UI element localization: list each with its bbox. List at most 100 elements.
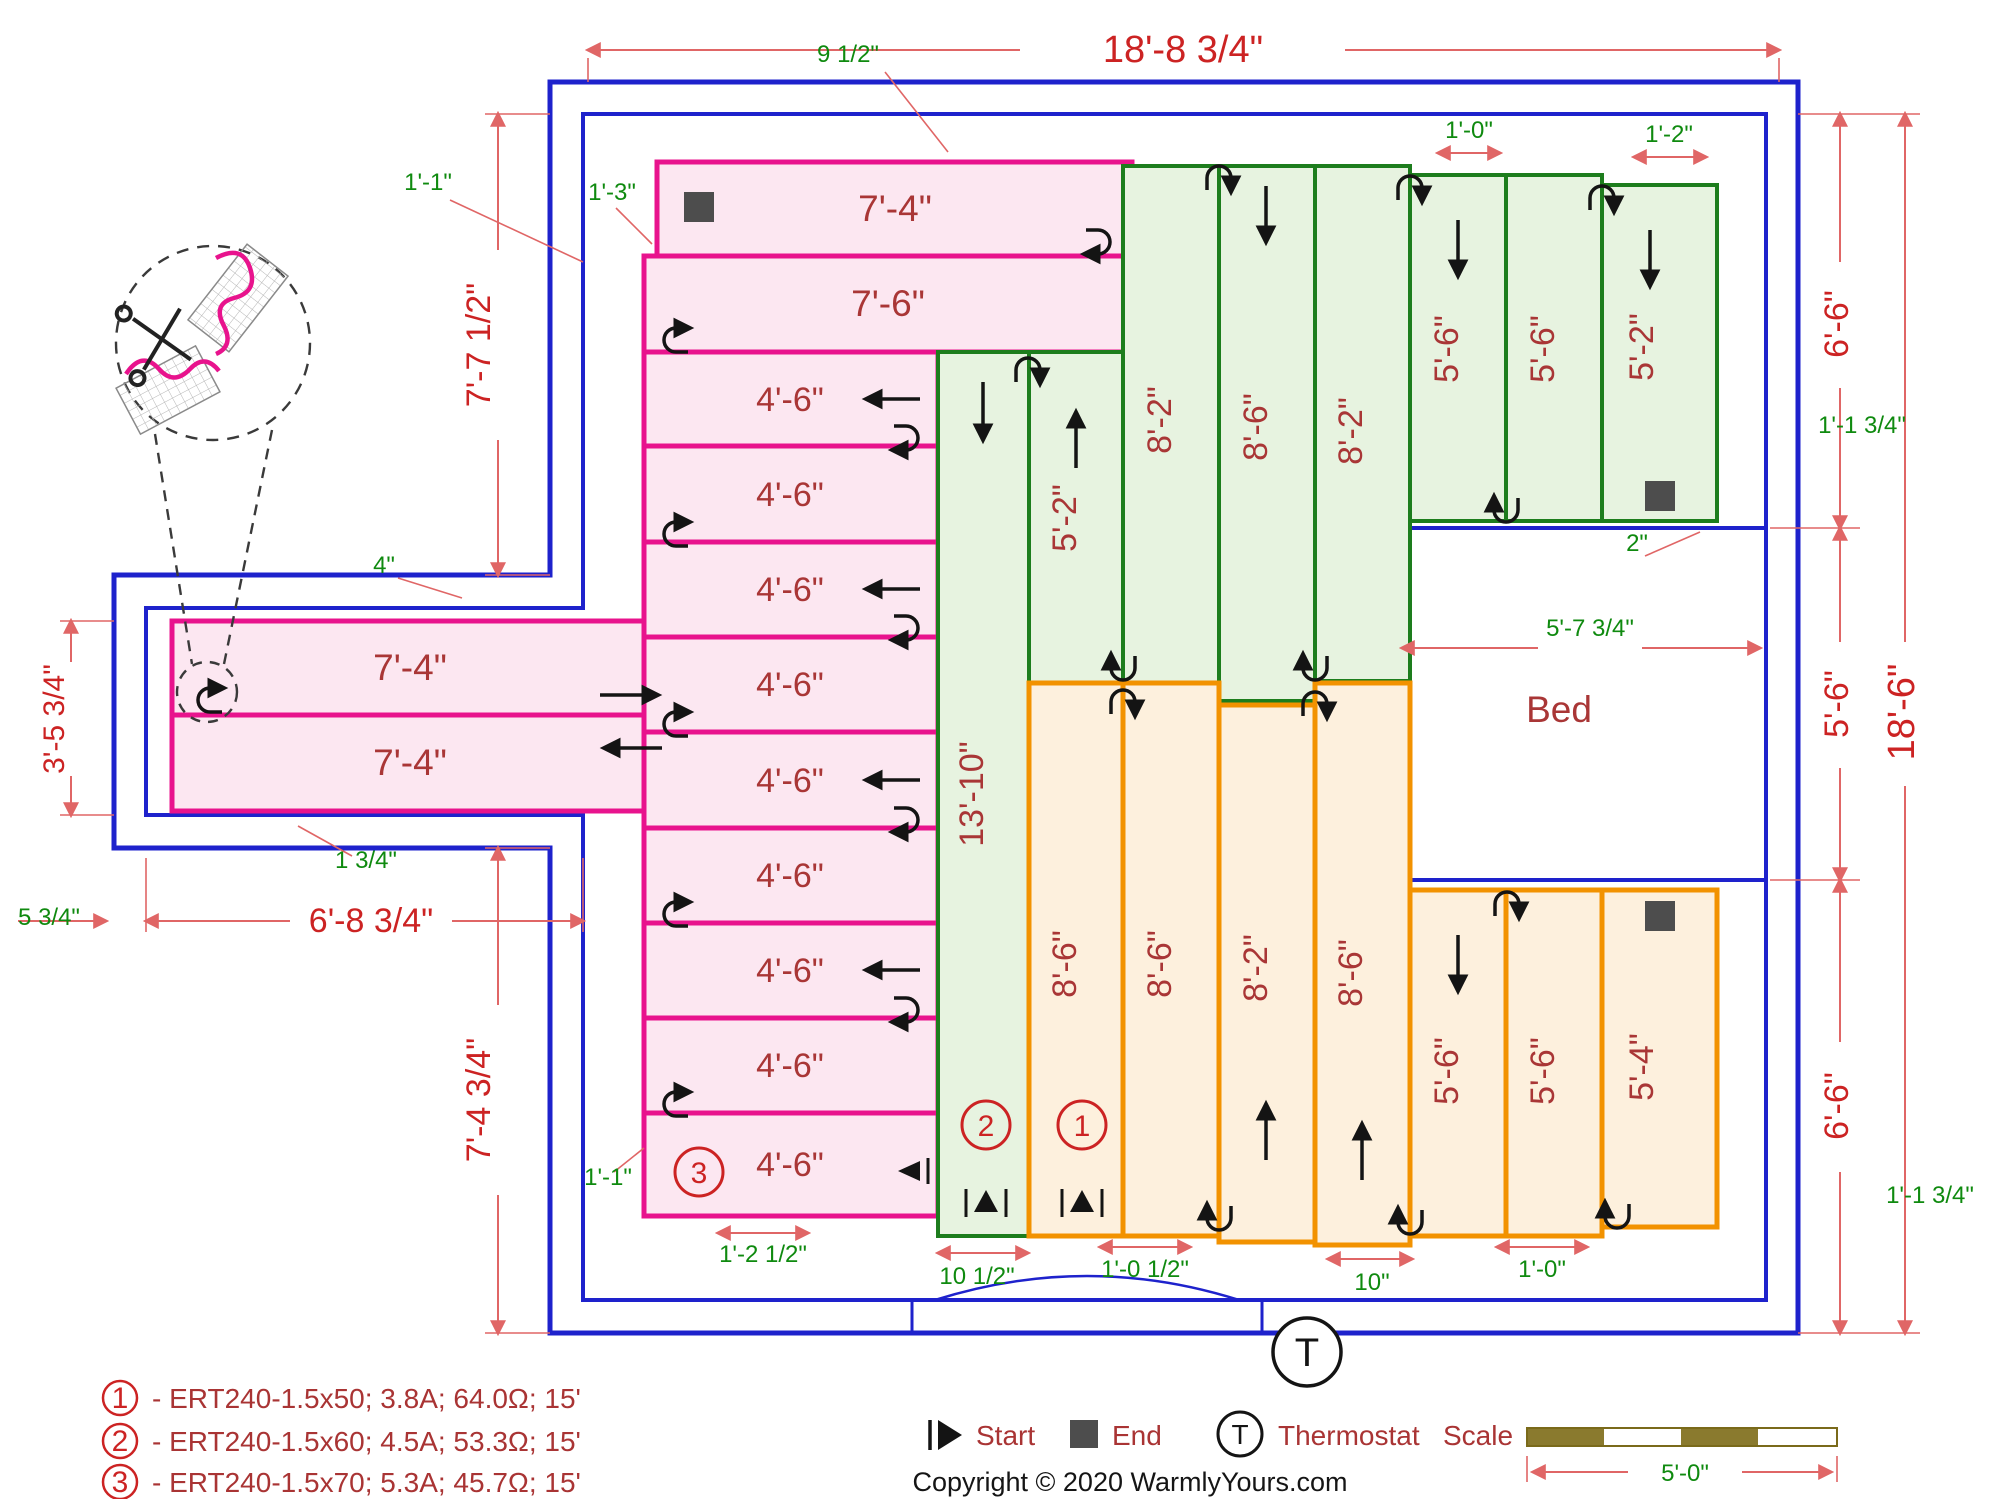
start-icon (938, 1420, 962, 1450)
mat-length-label: 13'-10" (953, 741, 991, 847)
legend-item: 1 - ERT240-1.5x50; 3.8A; 64.0Ω; 15' (101, 1379, 581, 1417)
dim-notch-width: 6'-8 3/4" (309, 902, 433, 940)
circuit-number-badge: 1 (1056, 1099, 1108, 1151)
mat-length-label: 8'-2" (1237, 934, 1275, 1002)
mat-length-label: 5'-2" (1623, 313, 1661, 381)
dim-right-total: 18'-6" (1881, 664, 1923, 761)
orange-mat-labels: 8'-6" 8'-6" 8'-2" 8'-6" 5'-6" 5'-6" 5'-4… (1046, 930, 1661, 1105)
dim-tl-wall: 1'-1" (404, 169, 452, 196)
mat-length-label: 5'-6" (1428, 1037, 1466, 1105)
orange-mats (1026, 680, 1720, 1248)
end-marker-icon (1645, 481, 1675, 511)
pink-run (641, 1015, 941, 1116)
detail-cone-line (153, 433, 194, 665)
door-threshold (910, 1298, 1264, 1335)
dim-top: 18'-8 3/4" (1103, 29, 1263, 71)
circuit-markers: 3 2 1 T (673, 192, 1675, 1388)
dim-bed-gap: 2" (1626, 530, 1648, 557)
green-mats (936, 164, 1719, 1238)
dim-bl-mat: 1'-1" (584, 1164, 632, 1191)
legend-circuit-number: 3 (112, 1466, 129, 1499)
mat-length-label: 8'-2" (1141, 386, 1179, 454)
circuit-number: 3 (691, 1157, 708, 1190)
mat-length-label: 5'-2" (1046, 484, 1084, 552)
pink-corridor-run (169, 712, 647, 814)
legend-item: 2 - ERT240-1.5x60; 4.5A; 53.3Ω; 15' (101, 1422, 581, 1460)
mat-length-label: 5'-4" (1623, 1033, 1661, 1101)
mat-length-label: 5'-6" (1524, 315, 1562, 383)
pink-run (641, 825, 941, 926)
scale-value: 5'-0" (1661, 1460, 1709, 1487)
dim-left-lower: 7'-4 3/4" (460, 1038, 498, 1162)
orange-run (1120, 680, 1222, 1239)
dim-tl-mat: 1'-3" (588, 179, 636, 206)
green-mat-labels: 13'-10" 5'-2" 8'-2" 8'-6" 8'-2" 5'-6" 5'… (953, 313, 1661, 847)
start-marker-icon (1060, 1189, 1104, 1217)
pink-run (641, 1110, 941, 1219)
dim-b-g1: 10 1/2" (939, 1263, 1014, 1290)
legend-thermostat: T Thermostat (1216, 1410, 1420, 1458)
orange-run (1599, 887, 1720, 1230)
legend-item: 3 - ERT240-1.5x70; 5.3A; 45.7Ω; 15' (101, 1463, 581, 1499)
mat-length-label: 8'-6" (1237, 393, 1275, 461)
mat-length-label: 8'-6" (1141, 930, 1179, 998)
dim-notch-inner: 1 3/4" (335, 847, 397, 874)
green-run (1121, 164, 1221, 685)
green-run (1217, 164, 1317, 703)
start-marker-icon (964, 1189, 1008, 1217)
mat-length-label: 5'-6" (1428, 315, 1466, 383)
red-dimensions: 18'-8 3/4" 7'-7 1/2" 3'-5 3/4" 7'-4 3/4"… (18, 29, 1923, 1337)
inner-wall (144, 112, 1768, 1302)
dim-right-lower: 1'-1 3/4" (1886, 1182, 1974, 1209)
end-marker-icon (1645, 901, 1675, 931)
legend-circuit-number: 1 (112, 1382, 129, 1415)
mat-length-label: 4'-6" (756, 952, 824, 990)
dim-notch-left: 5 3/4" (18, 904, 80, 931)
legend: 1 - ERT240-1.5x50; 3.8A; 64.0Ω; 15' 2 - … (101, 1379, 1838, 1499)
dim-bed-width: 5'-7 3/4" (1546, 615, 1634, 642)
thermostat-icon (1216, 1410, 1264, 1458)
scale-bar: Scale 5'-0" (1443, 1420, 1838, 1487)
mat-length-label: 8'-6" (1332, 939, 1370, 1007)
detail-target-circle (175, 660, 239, 724)
mat-length-label: 8'-6" (1046, 930, 1084, 998)
pink-mat-labels: 7'-4" 7'-6" 4'-6" 4'-6" 4'-6" 4'-6" 4'-6… (373, 188, 932, 1184)
mat-length-label: 7'-4" (373, 647, 447, 688)
scissors-icon (114, 304, 192, 388)
legend-end-label: End (1112, 1420, 1162, 1451)
dim-right-bottom: 6'-6" (1818, 1072, 1856, 1140)
green-run (1600, 183, 1719, 523)
mat-length-label: 8'-2" (1332, 397, 1370, 465)
mat-length-label: 4'-6" (756, 857, 824, 895)
start-marker-icon (898, 1158, 930, 1184)
mat-length-label: 4'-6" (756, 571, 824, 609)
bed-label: Bed (1526, 689, 1592, 730)
dim-right-top: 6'-6" (1818, 290, 1856, 358)
thermostat-letter: T (1295, 1331, 1319, 1375)
dim-corridor-height: 3'-5 3/4" (38, 664, 71, 774)
circuit-number-badge: 3 (673, 1146, 725, 1198)
dim-b-pink: 1'-2 1/2" (719, 1241, 807, 1268)
mat-length-label: 4'-6" (756, 666, 824, 704)
dim-top-b: 1'-2" (1645, 121, 1693, 148)
mat-length-label: 4'-6" (756, 381, 824, 419)
legend-thermostat-label: Thermostat (1278, 1420, 1420, 1451)
dim-right-mid: 5'-6" (1818, 670, 1856, 738)
green-dimensions: 9 1/2" 1'-1" 1'-3" 1'-0" 1'-2" 1'-1 3/4"… (18, 41, 1974, 1296)
mat-length-label: 4'-6" (756, 476, 824, 514)
circuit-number: 2 (978, 1110, 995, 1143)
legend-start: Start (928, 1420, 1035, 1451)
legend-circuit-number: 2 (112, 1425, 129, 1458)
circuit-number: 1 (1074, 1110, 1091, 1143)
legend-end: End (1070, 1420, 1162, 1451)
end-icon (1070, 1420, 1098, 1448)
mat-length-label: 7'-4" (373, 742, 447, 783)
green-run (1504, 173, 1604, 523)
dim-top-offset: 9 1/2" (817, 41, 879, 68)
door-swing-arc (934, 1274, 1240, 1302)
dim-b-o4: 10" (1354, 1269, 1389, 1296)
mat-length-label: 4'-6" (756, 1047, 824, 1085)
dim-notch-top: 4" (373, 552, 395, 579)
detail-cone-line (222, 429, 274, 665)
dim-right-upper: 1'-1 3/4" (1818, 412, 1906, 439)
